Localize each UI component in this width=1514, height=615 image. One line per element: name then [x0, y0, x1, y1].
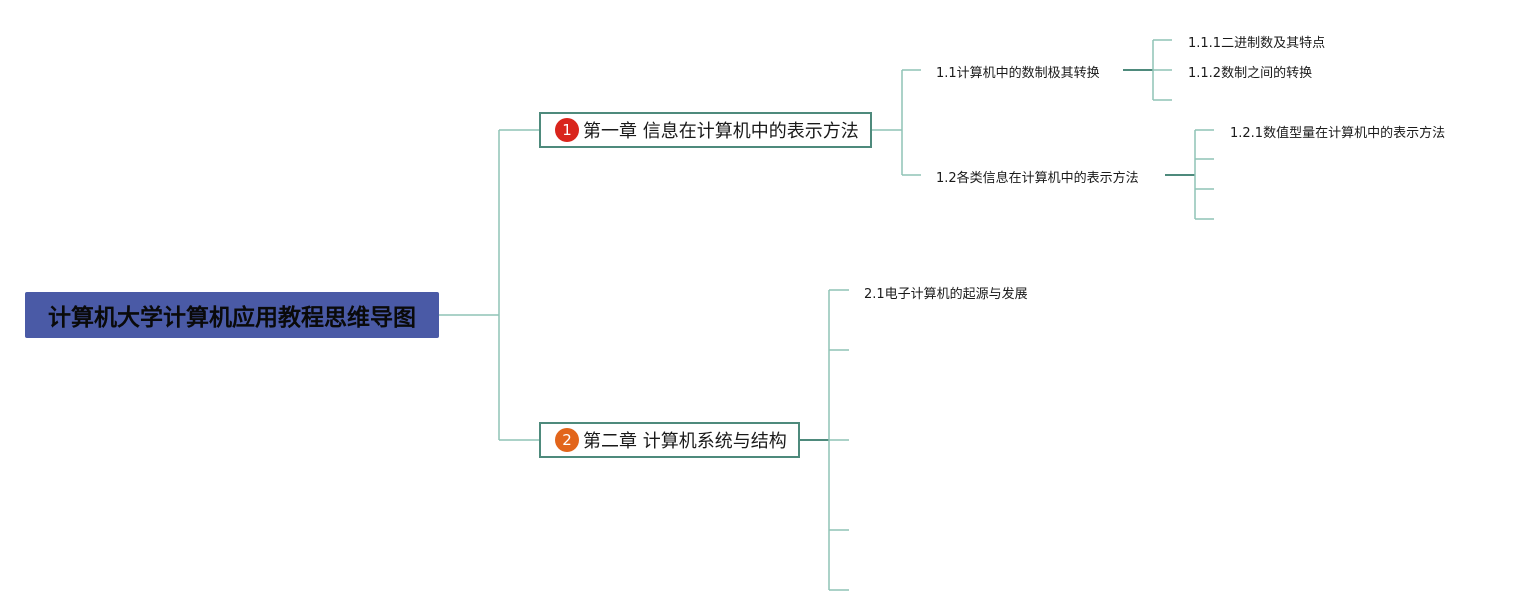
- chapter-1-topic[interactable]: 1 第一章 信息在计算机中的表示方法: [539, 112, 872, 148]
- chapter-2-title: 第二章 计算机系统与结构: [583, 431, 787, 452]
- root-topic[interactable]: 计算机大学计算机应用教程思维导图: [25, 292, 439, 338]
- subsection-1-2-1[interactable]: 1.2.1数值型量在计算机中的表示方法: [1230, 126, 1446, 141]
- subsection-1-1-2[interactable]: 1.1.2数制之间的转换: [1188, 66, 1313, 81]
- badge-2-icon: 2: [555, 428, 579, 452]
- root-connector: [439, 129, 539, 441]
- section-1-1[interactable]: 1.1计算机中的数制极其转换: [936, 66, 1100, 81]
- chapter1-connector: [871, 69, 921, 176]
- chapter-1-title: 第一章 信息在计算机中的表示方法: [583, 121, 859, 142]
- chapter-2-topic[interactable]: 2 第二章 计算机系统与结构: [539, 422, 800, 458]
- subsection-1-1-1[interactable]: 1.1.1二进制数及其特点: [1188, 36, 1326, 51]
- section-2-1[interactable]: 2.1电子计算机的起源与发展: [864, 287, 1028, 302]
- root-title: 计算机大学计算机应用教程思维导图: [48, 305, 416, 331]
- badge-1-icon: 1: [555, 118, 579, 142]
- section-1-2[interactable]: 1.2各类信息在计算机中的表示方法: [936, 171, 1139, 186]
